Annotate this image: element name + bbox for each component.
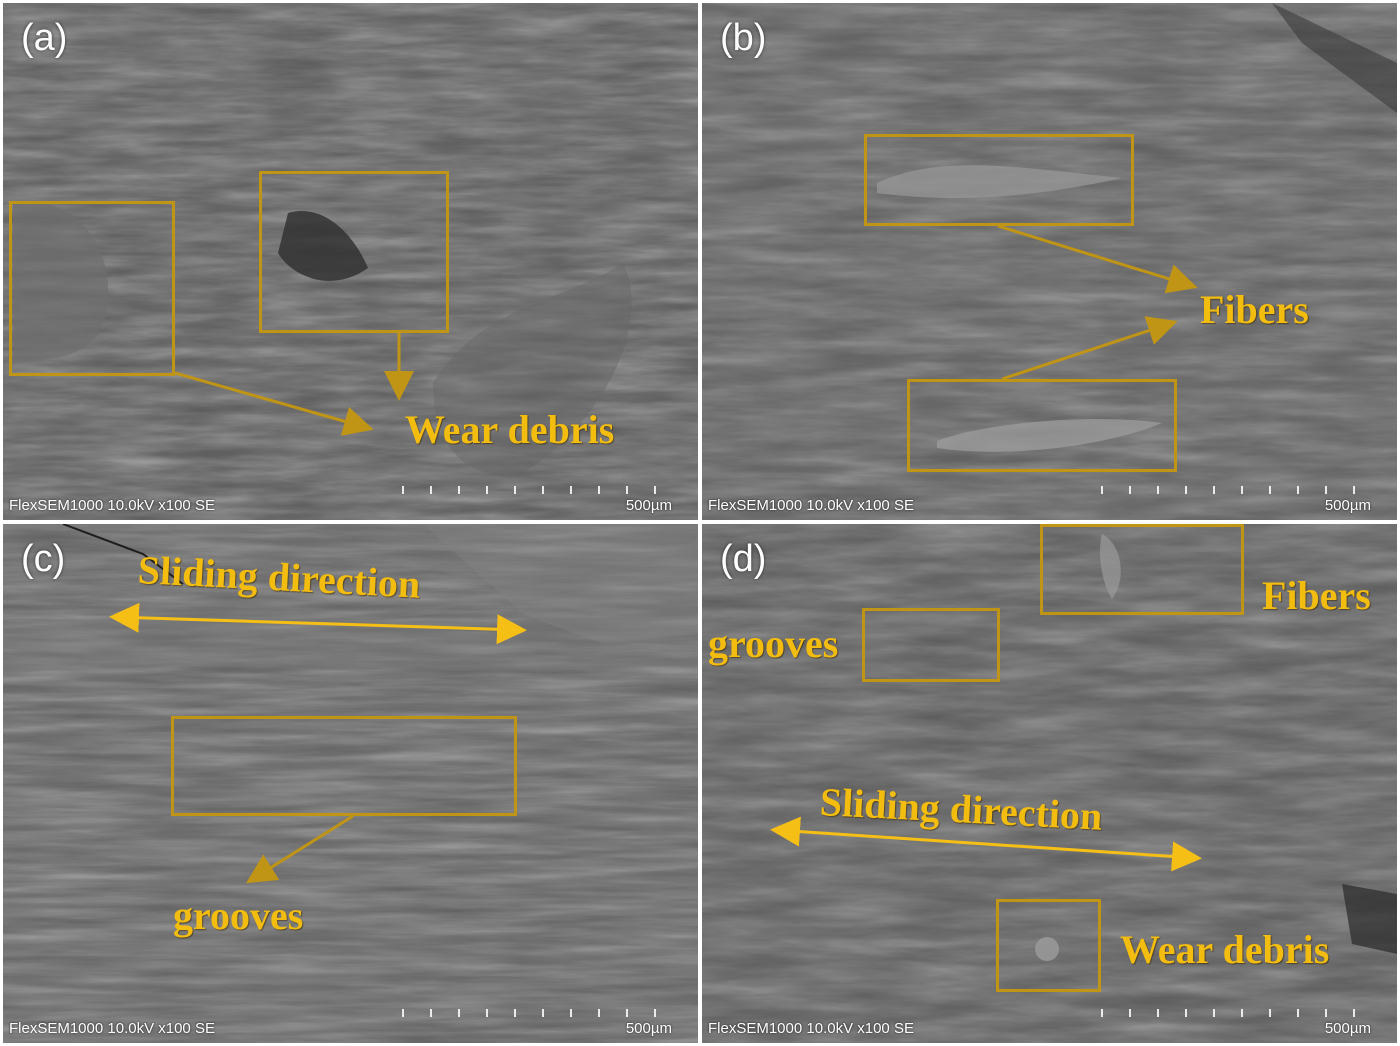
grooves-box [171,716,517,816]
instrument-info: FlexSEM1000 10.0kV x100 SE [9,1020,215,1037]
label-wear-debris: Wear debris [405,407,615,452]
debris-box-d [996,899,1101,992]
debris-box-right [259,171,449,333]
fiber-box-bottom [907,379,1177,472]
label-fibers-d: Fibers [1262,573,1371,618]
panel-b: (b) FlexSEM1000 10.0kV x100 SE 500µm Fib… [702,3,1397,520]
scale-ticks [402,486,682,494]
label-grooves: grooves [173,893,304,938]
grooves-box-d [862,608,1000,682]
instrument-info: FlexSEM1000 10.0kV x100 SE [708,497,914,514]
scale-ticks [1101,1009,1381,1017]
panel-c: (c) FlexSEM1000 10.0kV x100 SE 500µm Sli… [3,524,698,1043]
panel-a: (a) FlexSEM1000 10.0kV x100 SE 500µm Wea… [3,3,698,520]
debris-box-left [9,201,175,376]
fiber-box-d [1040,524,1244,615]
panel-d: (d) FlexSEM1000 10.0kV x100 SE 500µm Fib… [702,524,1397,1043]
instrument-info: FlexSEM1000 10.0kV x100 SE [708,1020,914,1037]
scale-bar-label: 500µm [625,497,672,514]
label-fibers: Fibers [1200,287,1309,332]
panel-label: (b) [720,17,767,59]
scale-bar-label: 500µm [625,1020,672,1037]
panel-label: (c) [21,538,66,580]
sem-image-a [3,3,698,520]
scale-bar-label: 500µm [1324,497,1371,514]
panel-label: (a) [21,17,68,59]
sem-image-d [702,524,1397,1043]
panel-label: (d) [720,538,767,580]
label-grooves-d: grooves [708,621,839,666]
scale-bar-label: 500µm [1324,1020,1371,1037]
fiber-box-top [864,134,1134,226]
scale-ticks [1101,486,1381,494]
label-wear-debris-d: Wear debris [1120,927,1330,972]
instrument-info: FlexSEM1000 10.0kV x100 SE [9,497,215,514]
scale-ticks [402,1009,682,1017]
